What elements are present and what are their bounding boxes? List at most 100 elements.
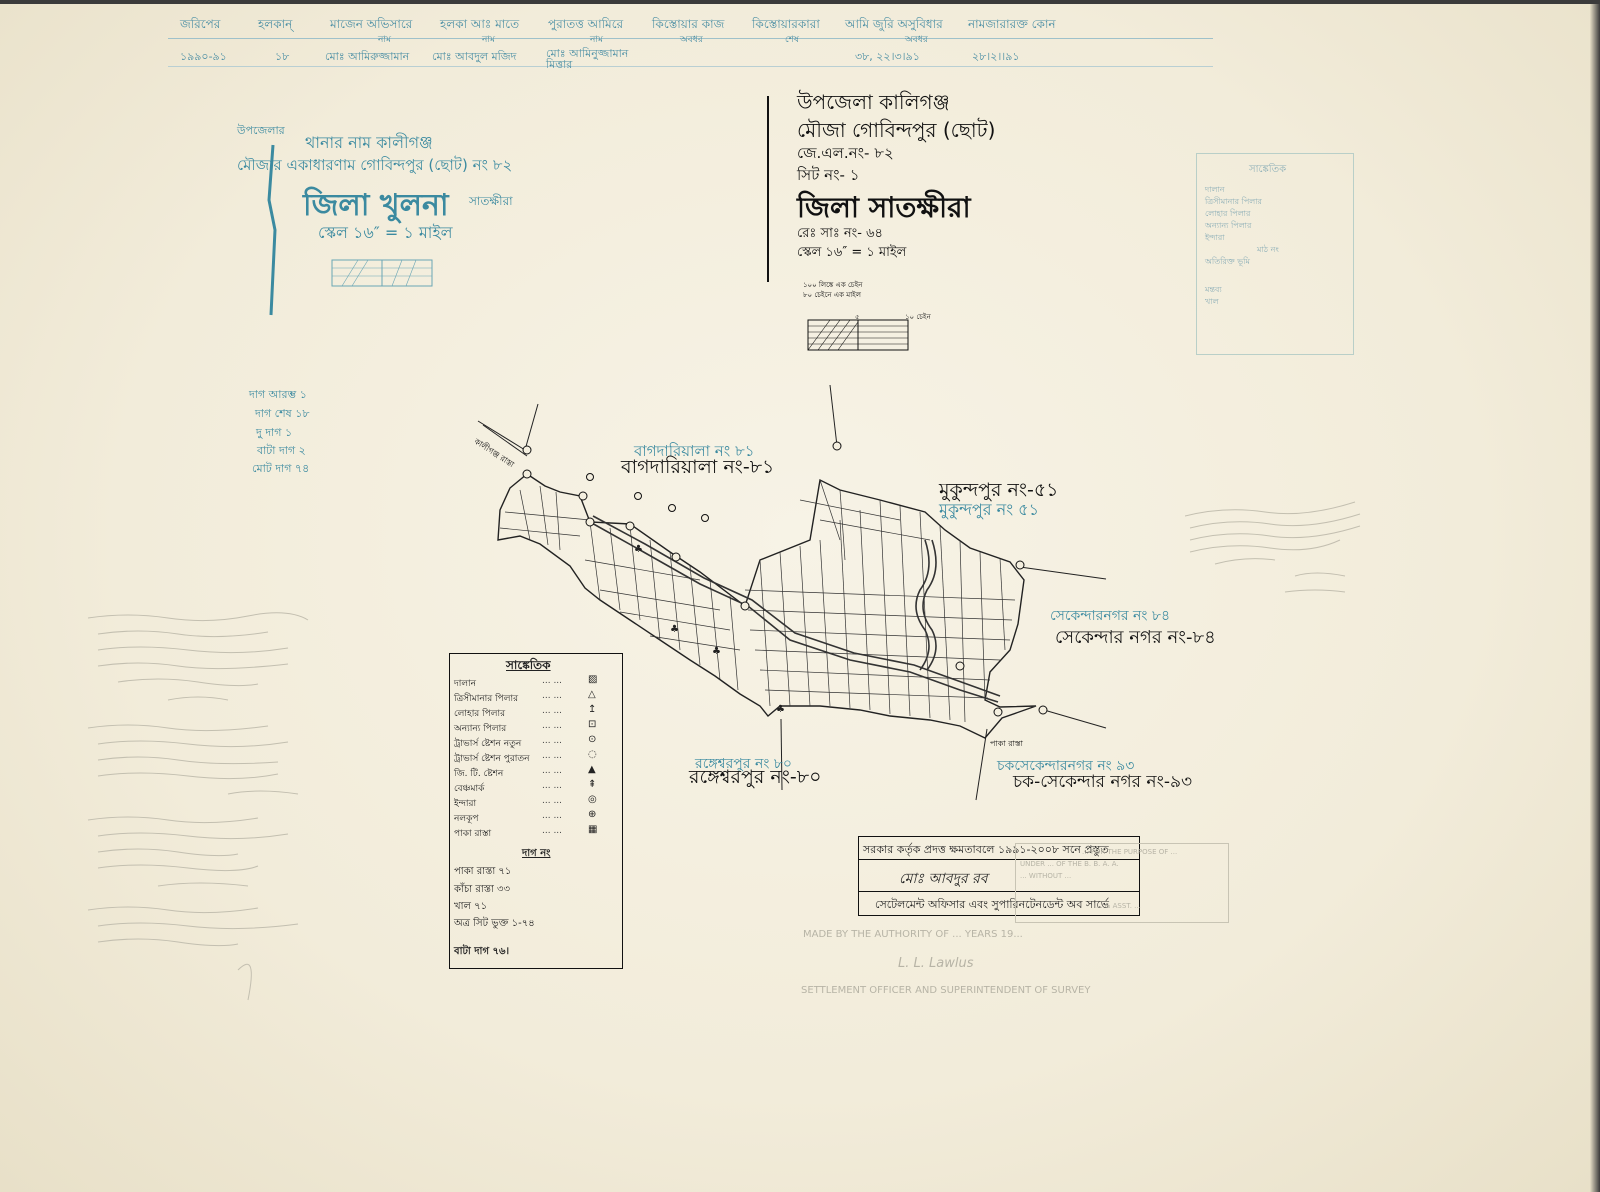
header-val: মোঃ আবদুল মজিদ bbox=[432, 50, 517, 63]
header-rule-1 bbox=[168, 38, 1213, 39]
legend-item: দালান bbox=[454, 679, 477, 689]
legend-dots: ... ... bbox=[542, 826, 563, 836]
faint-scribbles-right bbox=[1184, 501, 1361, 593]
faint-notes-right bbox=[1184, 496, 1375, 616]
bata-plot: বাটা দাগ ৭৬। bbox=[454, 946, 510, 957]
chain-note: ১০০ লিঙ্কে এক চেইন bbox=[803, 281, 863, 289]
survey-stations bbox=[522, 441, 1048, 717]
legend-item: অন্যান্য পিলার bbox=[454, 724, 507, 734]
header-rule-2 bbox=[168, 66, 1213, 67]
gt-station-icon: ▲ bbox=[588, 764, 596, 775]
svg-text:♣: ♣ bbox=[712, 646, 721, 657]
legend-dots: ... ... bbox=[542, 721, 563, 731]
stamp-signature: মোঃ আবদুর রব bbox=[899, 871, 988, 887]
legend-dots: ... ... bbox=[542, 706, 563, 716]
boundary-line bbox=[524, 403, 539, 451]
old-thana: থানার নাম কালীগঞ্জ bbox=[305, 133, 433, 152]
english-officer: SETTLEMENT OFFICER AND SUPERINTENDENT OF… bbox=[801, 985, 1091, 996]
plot-note: বাটা দাগ ২ bbox=[257, 444, 306, 457]
header-sub: নাম bbox=[590, 35, 603, 45]
header-val: মোঃ আমিনুজ্জামান মিত্তার bbox=[546, 47, 629, 71]
legend-item: ইন্দারা bbox=[454, 799, 477, 809]
plot-number-row: পাকা রাস্তা ৭১ bbox=[454, 866, 512, 877]
header-val: ১৯৯০-৯১ bbox=[180, 50, 227, 63]
header-col: কিস্তোয়ার কাজ bbox=[652, 17, 725, 31]
english-authority: MADE BY THE AUTHORITY OF ... YEARS 19... bbox=[803, 929, 1023, 940]
header-sub: নাম bbox=[378, 35, 391, 45]
old-scale: স্কেল ১৬″ = ১ মাইল bbox=[318, 223, 453, 242]
village-cyan-label: বাগদারিয়ালা নং ৮১ bbox=[634, 442, 755, 460]
sheet-edge bbox=[1590, 0, 1600, 1192]
legend-item: ত্রিসীমানার পিলার bbox=[454, 694, 519, 704]
old-district: জিলা খুলনা bbox=[303, 188, 449, 223]
right-panel-row: ত্রিসীমানার পিলার bbox=[1205, 197, 1262, 206]
scale-bar-end: ১০ চেইন bbox=[905, 313, 931, 321]
legend-dots: ... ... bbox=[542, 691, 563, 701]
header-sub: শেষ bbox=[785, 35, 799, 45]
svg-text:♣: ♣ bbox=[670, 624, 679, 635]
right-panel-row: লোহার পিলার bbox=[1205, 209, 1251, 218]
paved-road-icon: ▦ bbox=[588, 824, 598, 835]
legend-item: ট্রাভার্স ষ্টেশন নতুন bbox=[454, 739, 522, 749]
plot-note: দাগ শেষ ১৮ bbox=[255, 407, 310, 420]
header-col: হলকা আঃ মাতে bbox=[440, 17, 520, 31]
header-col: মাজেন অভিসারে bbox=[330, 17, 413, 31]
right-panel-row: মন্তব্য bbox=[1205, 285, 1222, 294]
side-stamp-line: ... WITHOUT ... bbox=[1020, 872, 1072, 880]
english-signature: L. L. Lawlus bbox=[898, 956, 974, 971]
well-icon: ◎ bbox=[588, 794, 597, 805]
plot-number-row: কাঁচা রাস্তা ৩৩ bbox=[454, 884, 511, 895]
scale-bar-mid: ৫ bbox=[855, 313, 860, 321]
legend-item: নলকূপ bbox=[454, 814, 479, 824]
old-mouza: মৌজার একাধারণাম গোবিন্দপুর (ছোট) নং ৮২ bbox=[237, 156, 513, 174]
old-scale-bar bbox=[331, 259, 433, 287]
header-sub: অবধর bbox=[680, 35, 703, 45]
reg-number: রেঃ সাঃ নং- ৬৪ bbox=[797, 226, 883, 241]
stamp-divider bbox=[859, 891, 1139, 892]
scale-text: স্কেল ১৬″ = ১ মাইল bbox=[797, 245, 907, 260]
traverse-station-old-icon: ◌ bbox=[588, 749, 597, 760]
legend-dots: ... ... bbox=[542, 751, 563, 761]
legend-item: পাকা রাস্তা bbox=[454, 829, 492, 839]
right-panel-title: সাঙ্কেতিক bbox=[1249, 164, 1287, 175]
scale-bar bbox=[807, 319, 909, 351]
road-line bbox=[477, 420, 526, 451]
old-thana-label: উপজেলার bbox=[237, 124, 285, 137]
upazila-title: উপজেলা কালিগঞ্জ bbox=[797, 90, 950, 114]
legend-dots: ... ... bbox=[542, 766, 563, 776]
parcel-lines bbox=[499, 479, 1016, 723]
header-val: মোঃ আমিরুজ্জামান bbox=[325, 50, 410, 63]
side-stamp-line: ... FOR THE PURPOSE OF ... bbox=[1082, 848, 1178, 856]
right-panel-row: ইন্দারা bbox=[1205, 233, 1225, 242]
plot-note: মোট দাগ ৭৪ bbox=[252, 462, 310, 475]
boundary-line bbox=[1043, 709, 1107, 729]
legend-item: লোহার পিলার bbox=[454, 709, 506, 719]
plot-note: দাগ আরম্ভ ১ bbox=[249, 388, 307, 401]
stamp-line-3: সেটেলমেন্ট অফিসার এবং সুপারিনটেনডেন্ট অব… bbox=[875, 898, 1110, 911]
plot-note: দু দাগ ১ bbox=[256, 426, 293, 439]
authority-stamp: সরকার কর্তৃক প্রদত্ত ক্ষমতাবলে ১৯৯১-২০০৮… bbox=[858, 836, 1140, 916]
right-panel-row: খাল bbox=[1205, 297, 1219, 306]
village-cyan-label: চকসেকেন্দারনগর নং ৯৩ bbox=[997, 758, 1135, 774]
right-panel-row: অতিরিক্ত ভূমি bbox=[1205, 257, 1250, 266]
tree-symbols: ♣♣ ♣♣ bbox=[634, 544, 785, 715]
sheet-top-edge bbox=[0, 0, 1600, 4]
tri-junction-pillar-icon: △ bbox=[588, 689, 596, 700]
other-pillar-icon: ⊡ bbox=[588, 719, 597, 730]
legend-item: জি. টি. ষ্টেশন bbox=[454, 769, 504, 779]
benchmark-icon: ⇞ bbox=[588, 779, 597, 790]
right-panel-row: দালান bbox=[1205, 185, 1225, 194]
plot-number-row: খাল ৭১ bbox=[454, 901, 488, 912]
svg-text:♣: ♣ bbox=[776, 704, 785, 715]
header-col: পুরাতত্ত আমিরে bbox=[548, 17, 624, 31]
faint-scribbles bbox=[87, 612, 309, 1001]
old-vertical-stroke bbox=[267, 144, 277, 316]
village-label: চক-সেকেন্দার নগর নং-৯৩ bbox=[1013, 772, 1193, 792]
header-sub: নাম bbox=[482, 35, 495, 45]
boundary-line bbox=[829, 384, 838, 447]
legend-item: বেঞ্চমার্ক bbox=[454, 784, 485, 794]
boundary-line bbox=[1019, 566, 1107, 580]
village-label: রঙ্গেশ্বরপুর নং-৮০ bbox=[689, 766, 822, 788]
